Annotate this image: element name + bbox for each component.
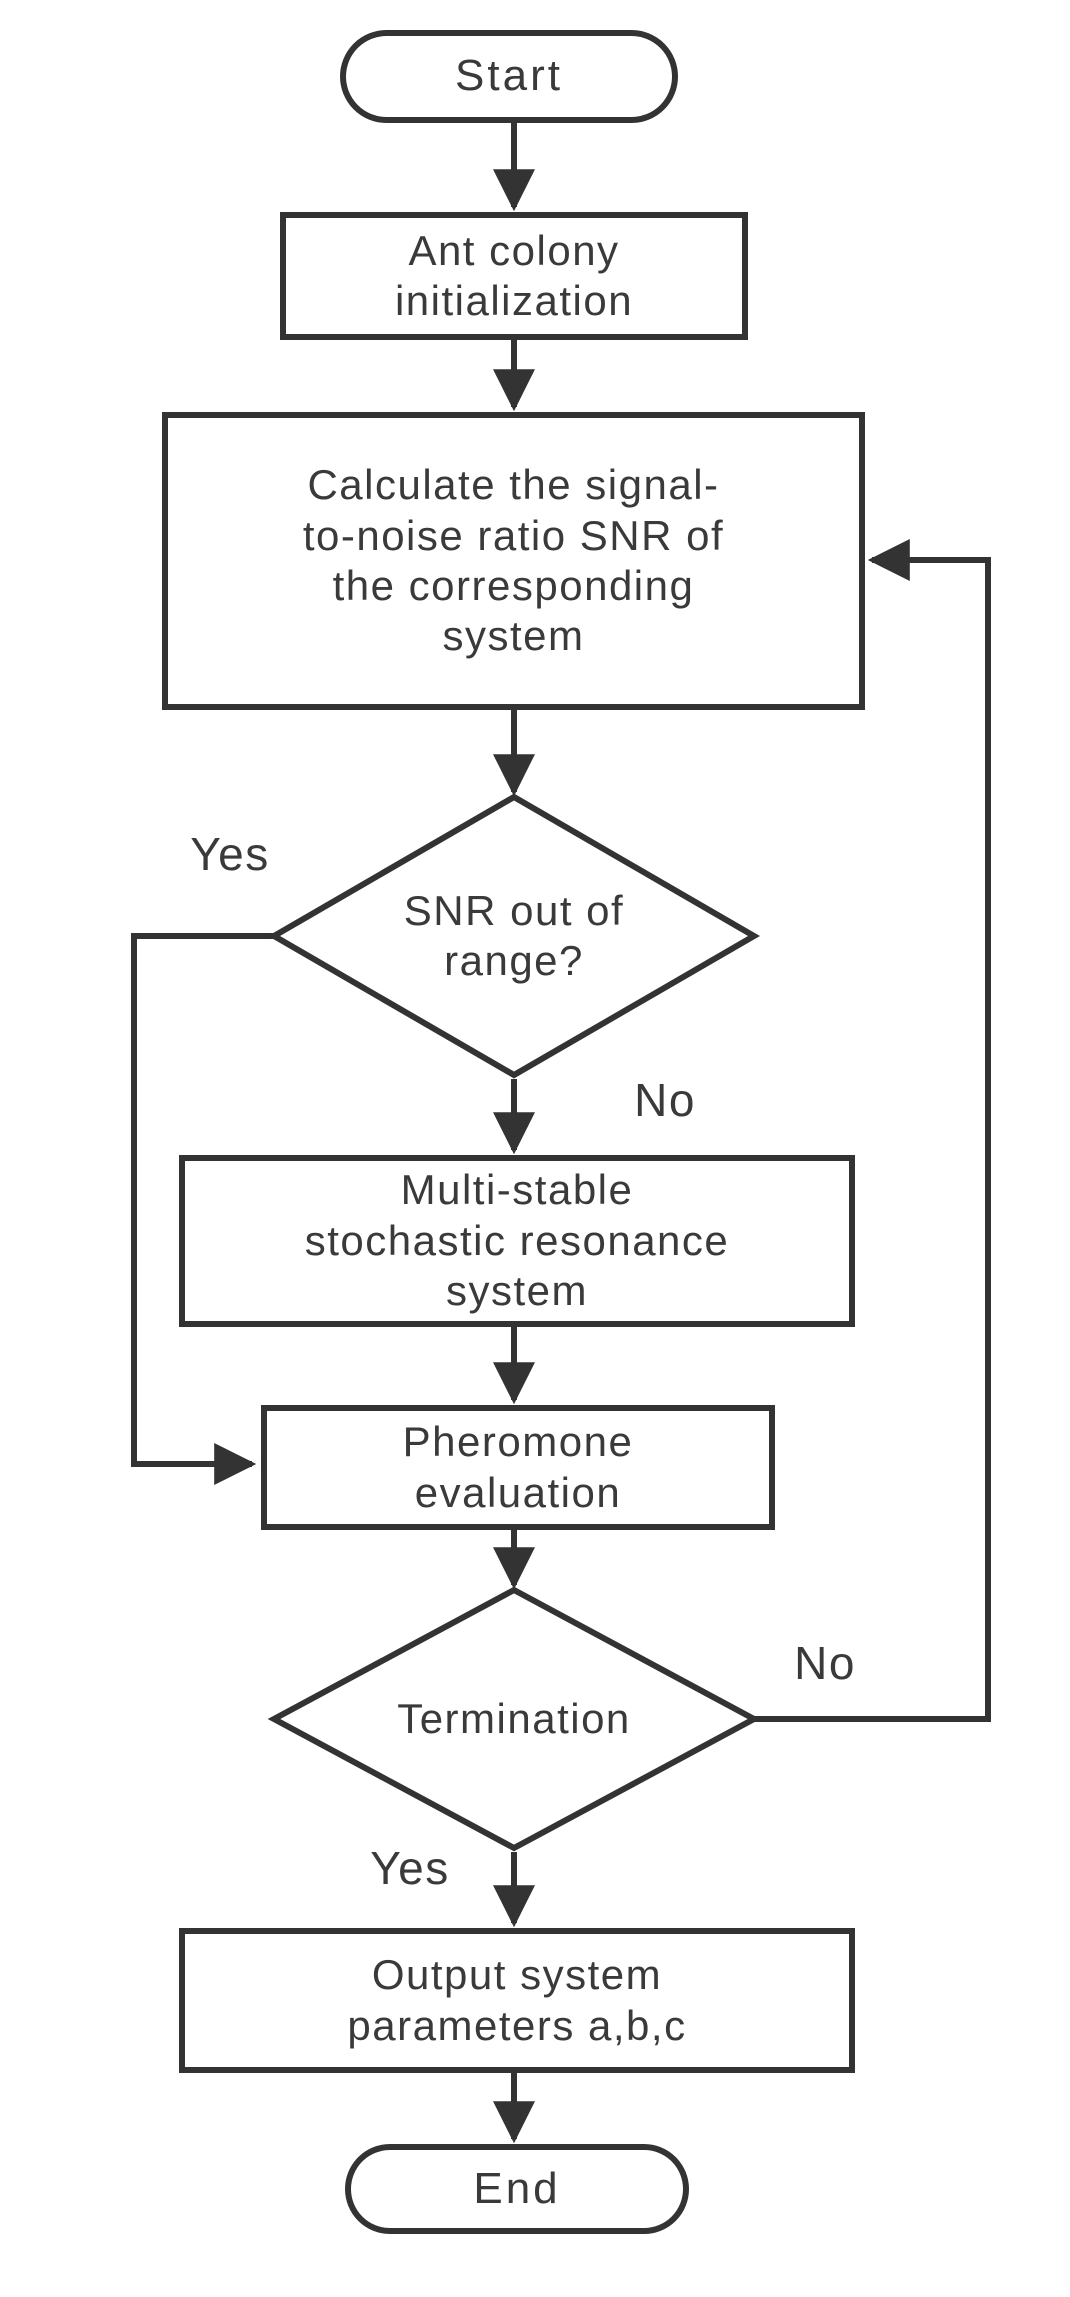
- ant-colony-initialization-node: Ant colony initialization: [280, 212, 748, 340]
- end-terminator-node: End: [345, 2144, 689, 2234]
- termination-decision-label: Termination: [397, 1694, 631, 1742]
- termination-decision-diamond: [267, 1586, 761, 1852]
- edge-snr-yes-to-pheromone: [131, 933, 274, 1485]
- termination-no-edge-label: No: [794, 1637, 856, 1689]
- multi-stable-system-node: Multi-stable stochastic resonance system: [179, 1155, 855, 1327]
- snr-no-edge-label: No: [634, 1074, 696, 1126]
- start-terminator-node: Start: [340, 30, 678, 123]
- calculate-snr-node: Calculate the signal- to-noise ratio SNR…: [162, 412, 865, 710]
- snr-yes-edge-label: Yes: [190, 828, 270, 880]
- termination-yes-edge-label: Yes: [370, 1842, 450, 1894]
- edge-termination-no-to-calc: [754, 539, 991, 1722]
- output-parameters-node: Output system parameters a,b,c: [179, 1928, 855, 2073]
- snr-decision-label: SNR out of range?: [403, 886, 625, 984]
- snr-decision-diamond: [268, 793, 760, 1079]
- pheromone-evaluation-node: Pheromone evaluation: [261, 1405, 775, 1530]
